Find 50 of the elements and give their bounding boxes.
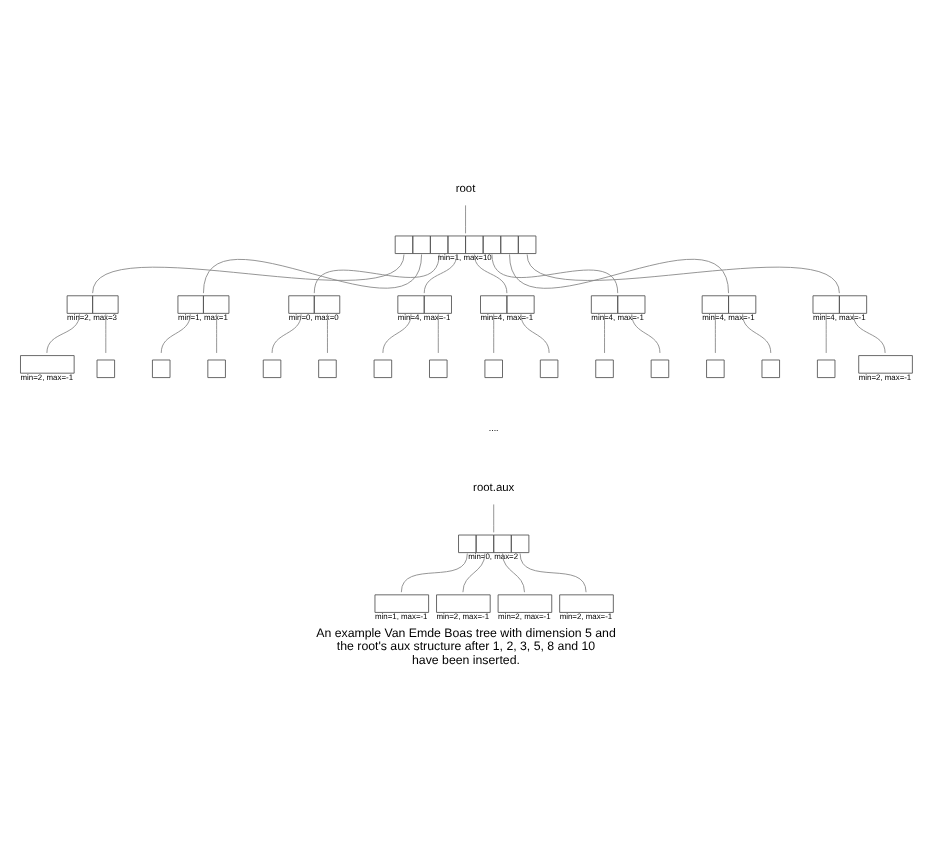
connector xyxy=(271,312,302,353)
connector xyxy=(216,312,218,353)
node-box xyxy=(374,593,430,612)
node-box xyxy=(429,358,448,377)
connector xyxy=(491,253,619,293)
connector xyxy=(520,312,550,353)
node-box xyxy=(559,593,614,612)
connector xyxy=(327,312,328,353)
node-box xyxy=(373,358,393,377)
connector xyxy=(203,253,422,293)
connector xyxy=(631,312,661,353)
connector xyxy=(382,312,412,353)
connector xyxy=(105,312,107,353)
connector xyxy=(714,312,716,353)
connector xyxy=(509,253,729,293)
node-box xyxy=(595,358,614,377)
node-box xyxy=(207,358,226,377)
node-box xyxy=(262,358,282,377)
connector xyxy=(313,253,440,293)
node-box xyxy=(318,358,337,377)
node-box xyxy=(484,358,503,377)
connector xyxy=(493,503,495,532)
node-box xyxy=(816,358,836,377)
connector xyxy=(853,312,886,353)
node-box xyxy=(20,354,75,373)
node-box xyxy=(436,593,491,612)
connector xyxy=(92,253,405,293)
node-box xyxy=(761,358,780,377)
connector xyxy=(502,552,525,592)
node-box xyxy=(858,354,913,373)
connector xyxy=(742,312,772,353)
node-box xyxy=(539,358,559,377)
connector xyxy=(604,312,605,353)
connector xyxy=(437,312,439,353)
connector xyxy=(519,552,587,592)
connector xyxy=(465,203,466,233)
node-box xyxy=(650,358,670,377)
connector xyxy=(825,312,827,353)
connector xyxy=(423,253,458,293)
node-box xyxy=(152,358,171,377)
connector xyxy=(473,253,508,293)
connector xyxy=(160,312,191,353)
node-box xyxy=(497,593,553,612)
connector xyxy=(46,312,80,353)
node-box xyxy=(96,358,116,377)
connector xyxy=(462,552,486,592)
connector xyxy=(400,552,468,592)
connector xyxy=(526,253,840,293)
connector xyxy=(493,312,495,353)
node-box xyxy=(706,358,725,377)
